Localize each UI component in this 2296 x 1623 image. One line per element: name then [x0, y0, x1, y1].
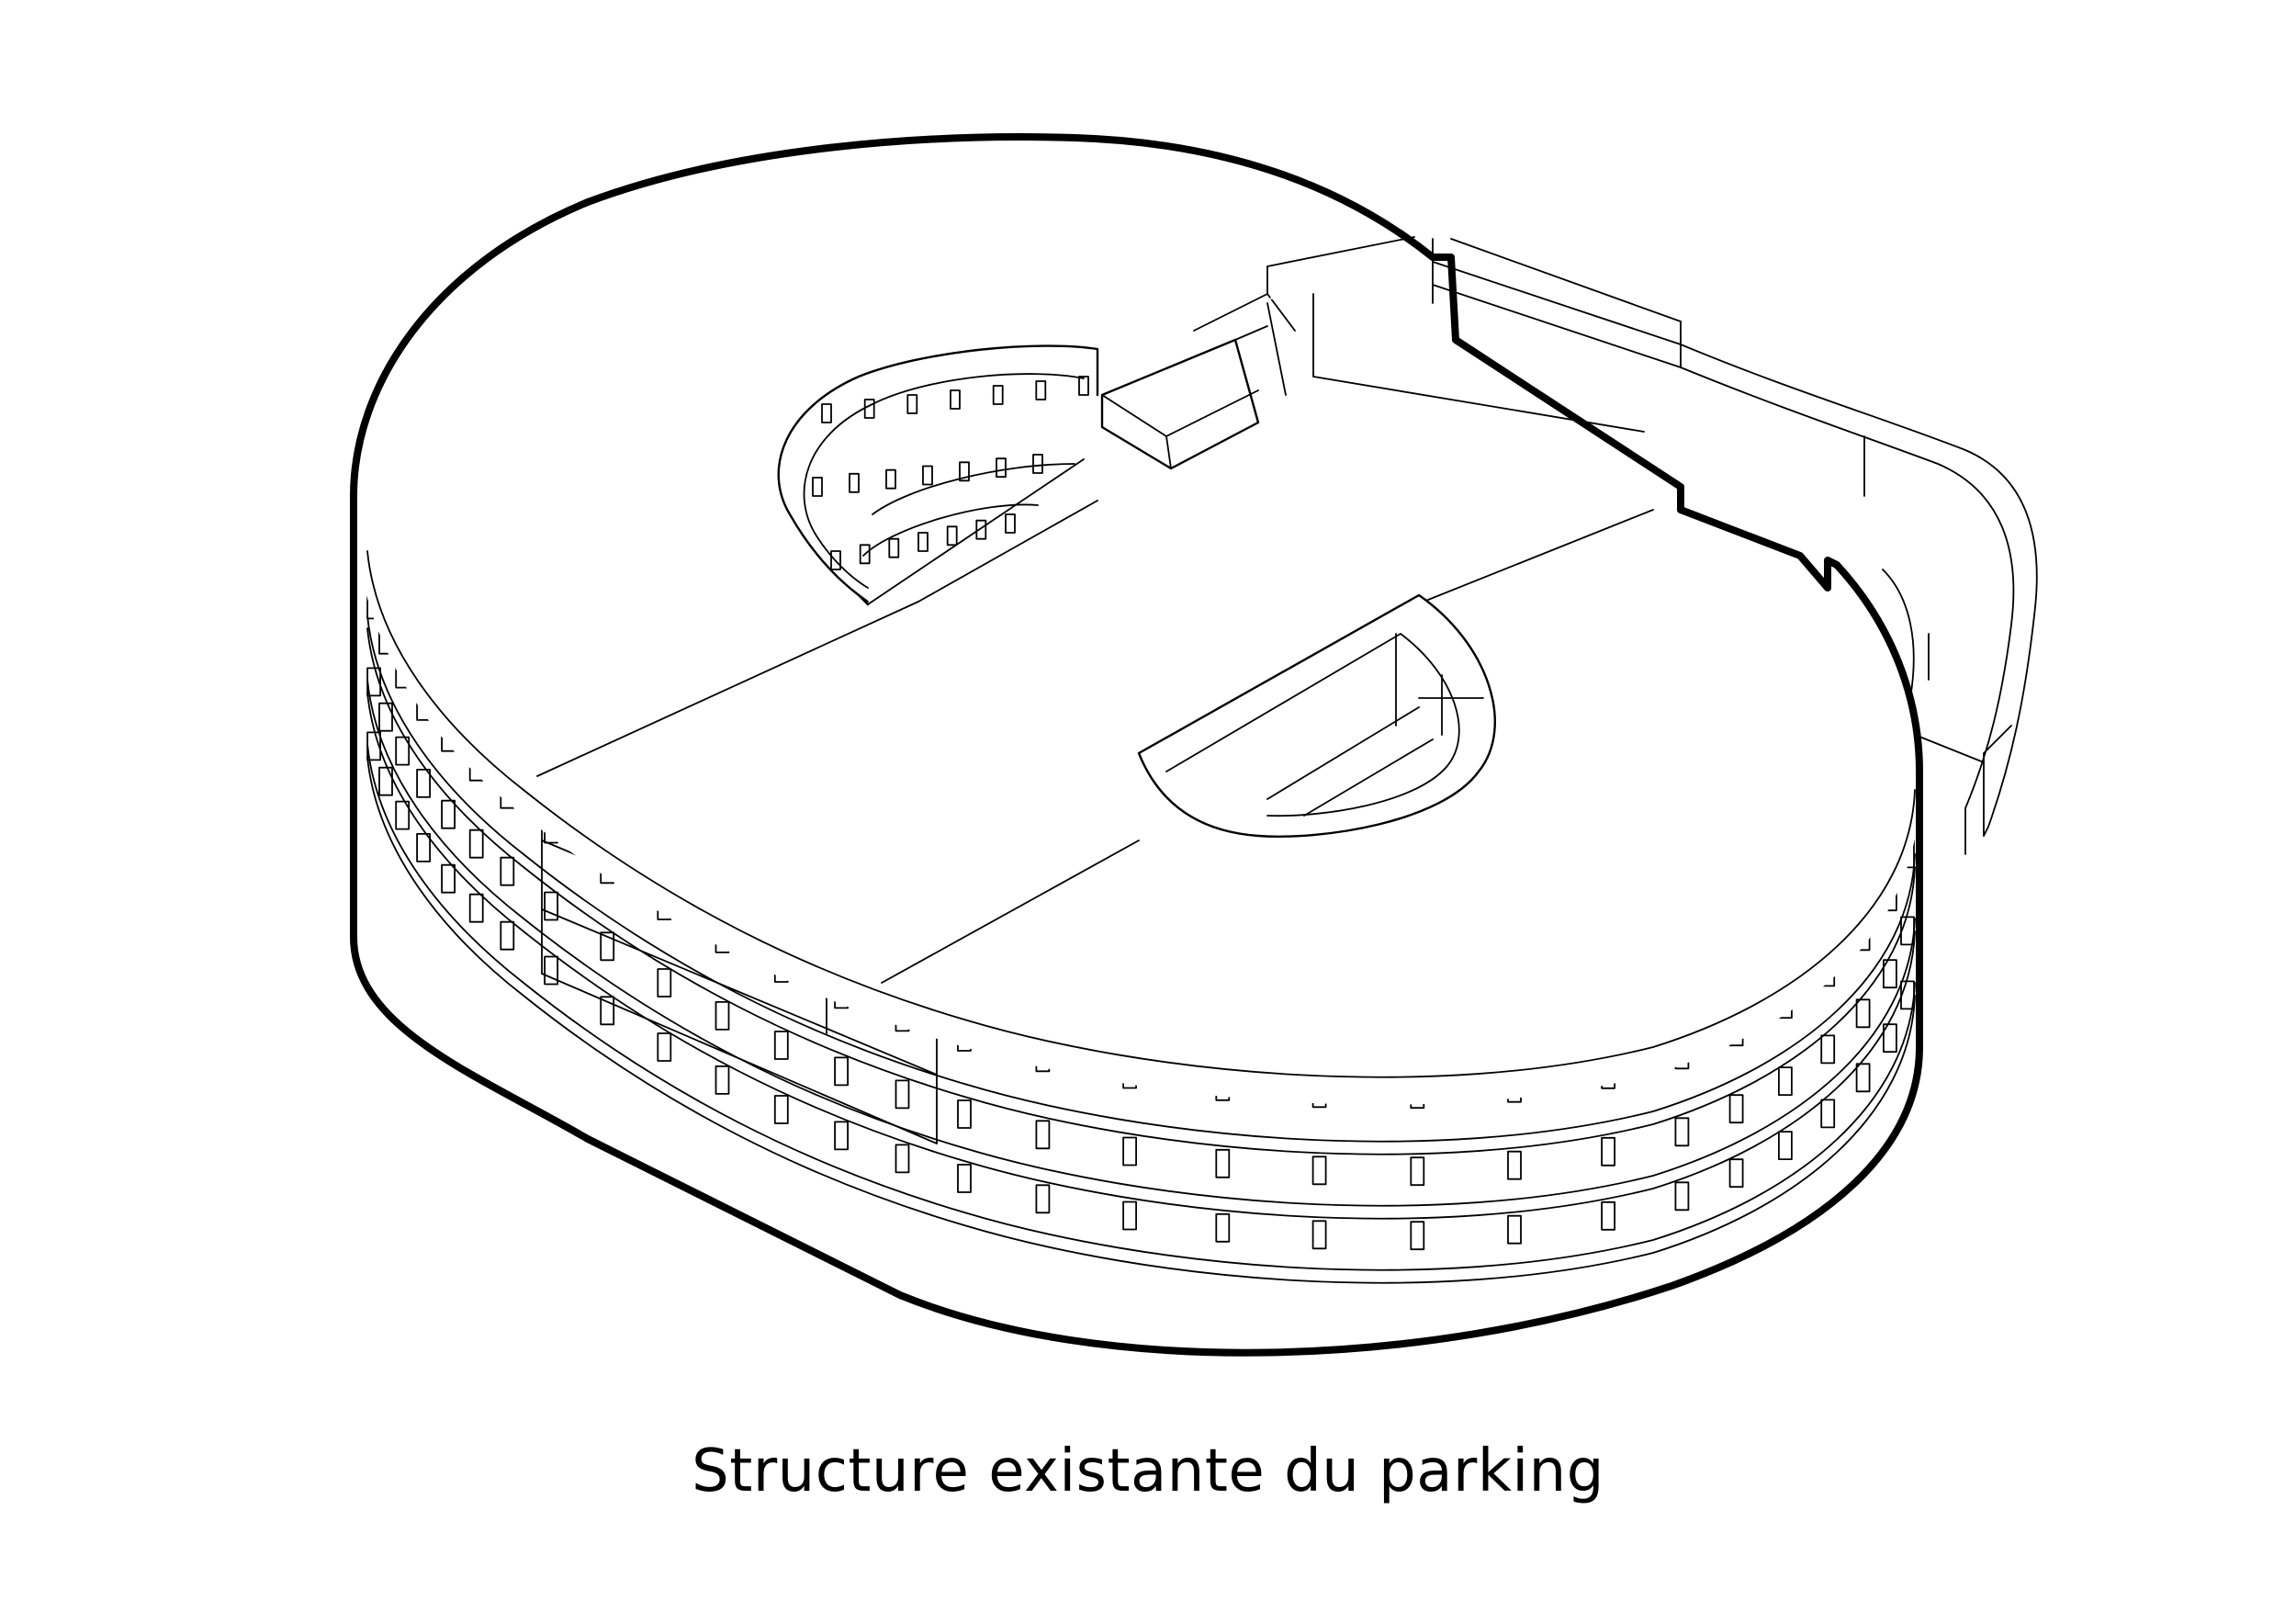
right-ramp-well	[1137, 593, 1496, 838]
column	[1410, 1156, 1425, 1187]
well-post	[922, 465, 933, 486]
column	[1035, 1120, 1051, 1150]
column	[957, 1099, 972, 1129]
well-post	[946, 525, 958, 547]
rooftop-structure	[1100, 236, 1415, 470]
column	[834, 1121, 849, 1151]
column	[1820, 1099, 1836, 1129]
existing-structure-outline	[350, 133, 1923, 1357]
column	[1728, 1094, 1744, 1124]
column	[395, 736, 411, 766]
floor-slab-edges	[366, 614, 1916, 1284]
column	[834, 1056, 849, 1087]
well-post	[885, 468, 896, 490]
column	[1674, 1117, 1690, 1147]
column	[957, 1164, 972, 1193]
column	[378, 702, 393, 732]
column	[1778, 1066, 1793, 1096]
diagram-caption: Structure existante du parking	[692, 1437, 1604, 1505]
column	[1900, 980, 1915, 1010]
column	[441, 863, 456, 894]
column	[773, 1095, 789, 1124]
slab-edge-line	[366, 614, 1916, 1143]
column	[773, 1031, 789, 1060]
column	[1122, 1136, 1137, 1167]
column	[468, 893, 484, 923]
column	[544, 891, 558, 921]
column	[1410, 1221, 1425, 1251]
slab-edge-line	[366, 679, 1916, 1207]
well-post	[830, 550, 841, 570]
column	[416, 833, 432, 862]
column	[366, 667, 382, 697]
column	[895, 1079, 910, 1110]
column	[895, 1144, 910, 1174]
column	[715, 1065, 730, 1095]
column	[715, 1001, 730, 1031]
well-post	[1005, 513, 1016, 534]
external-ramp	[1266, 238, 2041, 855]
well-post	[849, 472, 860, 493]
column	[544, 955, 558, 986]
column	[1311, 1220, 1327, 1250]
column	[1601, 1136, 1615, 1167]
column	[1855, 1063, 1871, 1093]
well-post	[996, 457, 1007, 479]
column	[1601, 1200, 1615, 1231]
column	[1215, 1212, 1231, 1243]
slab-edge-line	[366, 692, 1916, 1220]
column	[468, 828, 484, 859]
column	[600, 996, 615, 1026]
column	[366, 731, 382, 761]
well-post	[821, 403, 832, 423]
column	[1900, 916, 1915, 946]
well-post	[992, 385, 1004, 405]
column	[1882, 959, 1897, 989]
well-post	[906, 394, 918, 414]
column	[500, 856, 515, 886]
column	[1778, 1131, 1793, 1160]
well-post	[1032, 454, 1043, 474]
well-post	[950, 389, 961, 410]
column	[1674, 1181, 1690, 1212]
well-post	[975, 519, 987, 540]
column	[657, 968, 672, 997]
well-post	[1078, 376, 1089, 396]
column	[500, 920, 515, 951]
well-post	[859, 544, 871, 565]
column	[1728, 1158, 1744, 1189]
left-ramp-well	[777, 344, 1099, 606]
column	[1507, 1150, 1522, 1180]
well-post	[1035, 380, 1047, 400]
column	[416, 769, 432, 798]
column	[1882, 1023, 1897, 1054]
column	[1215, 1148, 1231, 1178]
column	[1035, 1184, 1051, 1214]
column	[378, 766, 393, 796]
column	[1855, 998, 1871, 1029]
well-post	[959, 461, 970, 482]
well-post	[917, 532, 929, 552]
top-deck	[354, 137, 1919, 1105]
well-post	[812, 477, 823, 497]
slab-edge-line	[366, 627, 1916, 1155]
column	[1820, 1034, 1836, 1065]
column	[1122, 1200, 1137, 1231]
column	[1311, 1155, 1327, 1186]
column	[441, 799, 456, 829]
slab-edge-line	[366, 756, 1916, 1284]
column	[395, 800, 411, 830]
slab-edge-line	[366, 743, 1916, 1271]
well-post	[863, 399, 875, 419]
well-post	[888, 537, 900, 558]
column	[657, 1032, 672, 1062]
column	[600, 931, 615, 962]
column	[1507, 1214, 1522, 1245]
